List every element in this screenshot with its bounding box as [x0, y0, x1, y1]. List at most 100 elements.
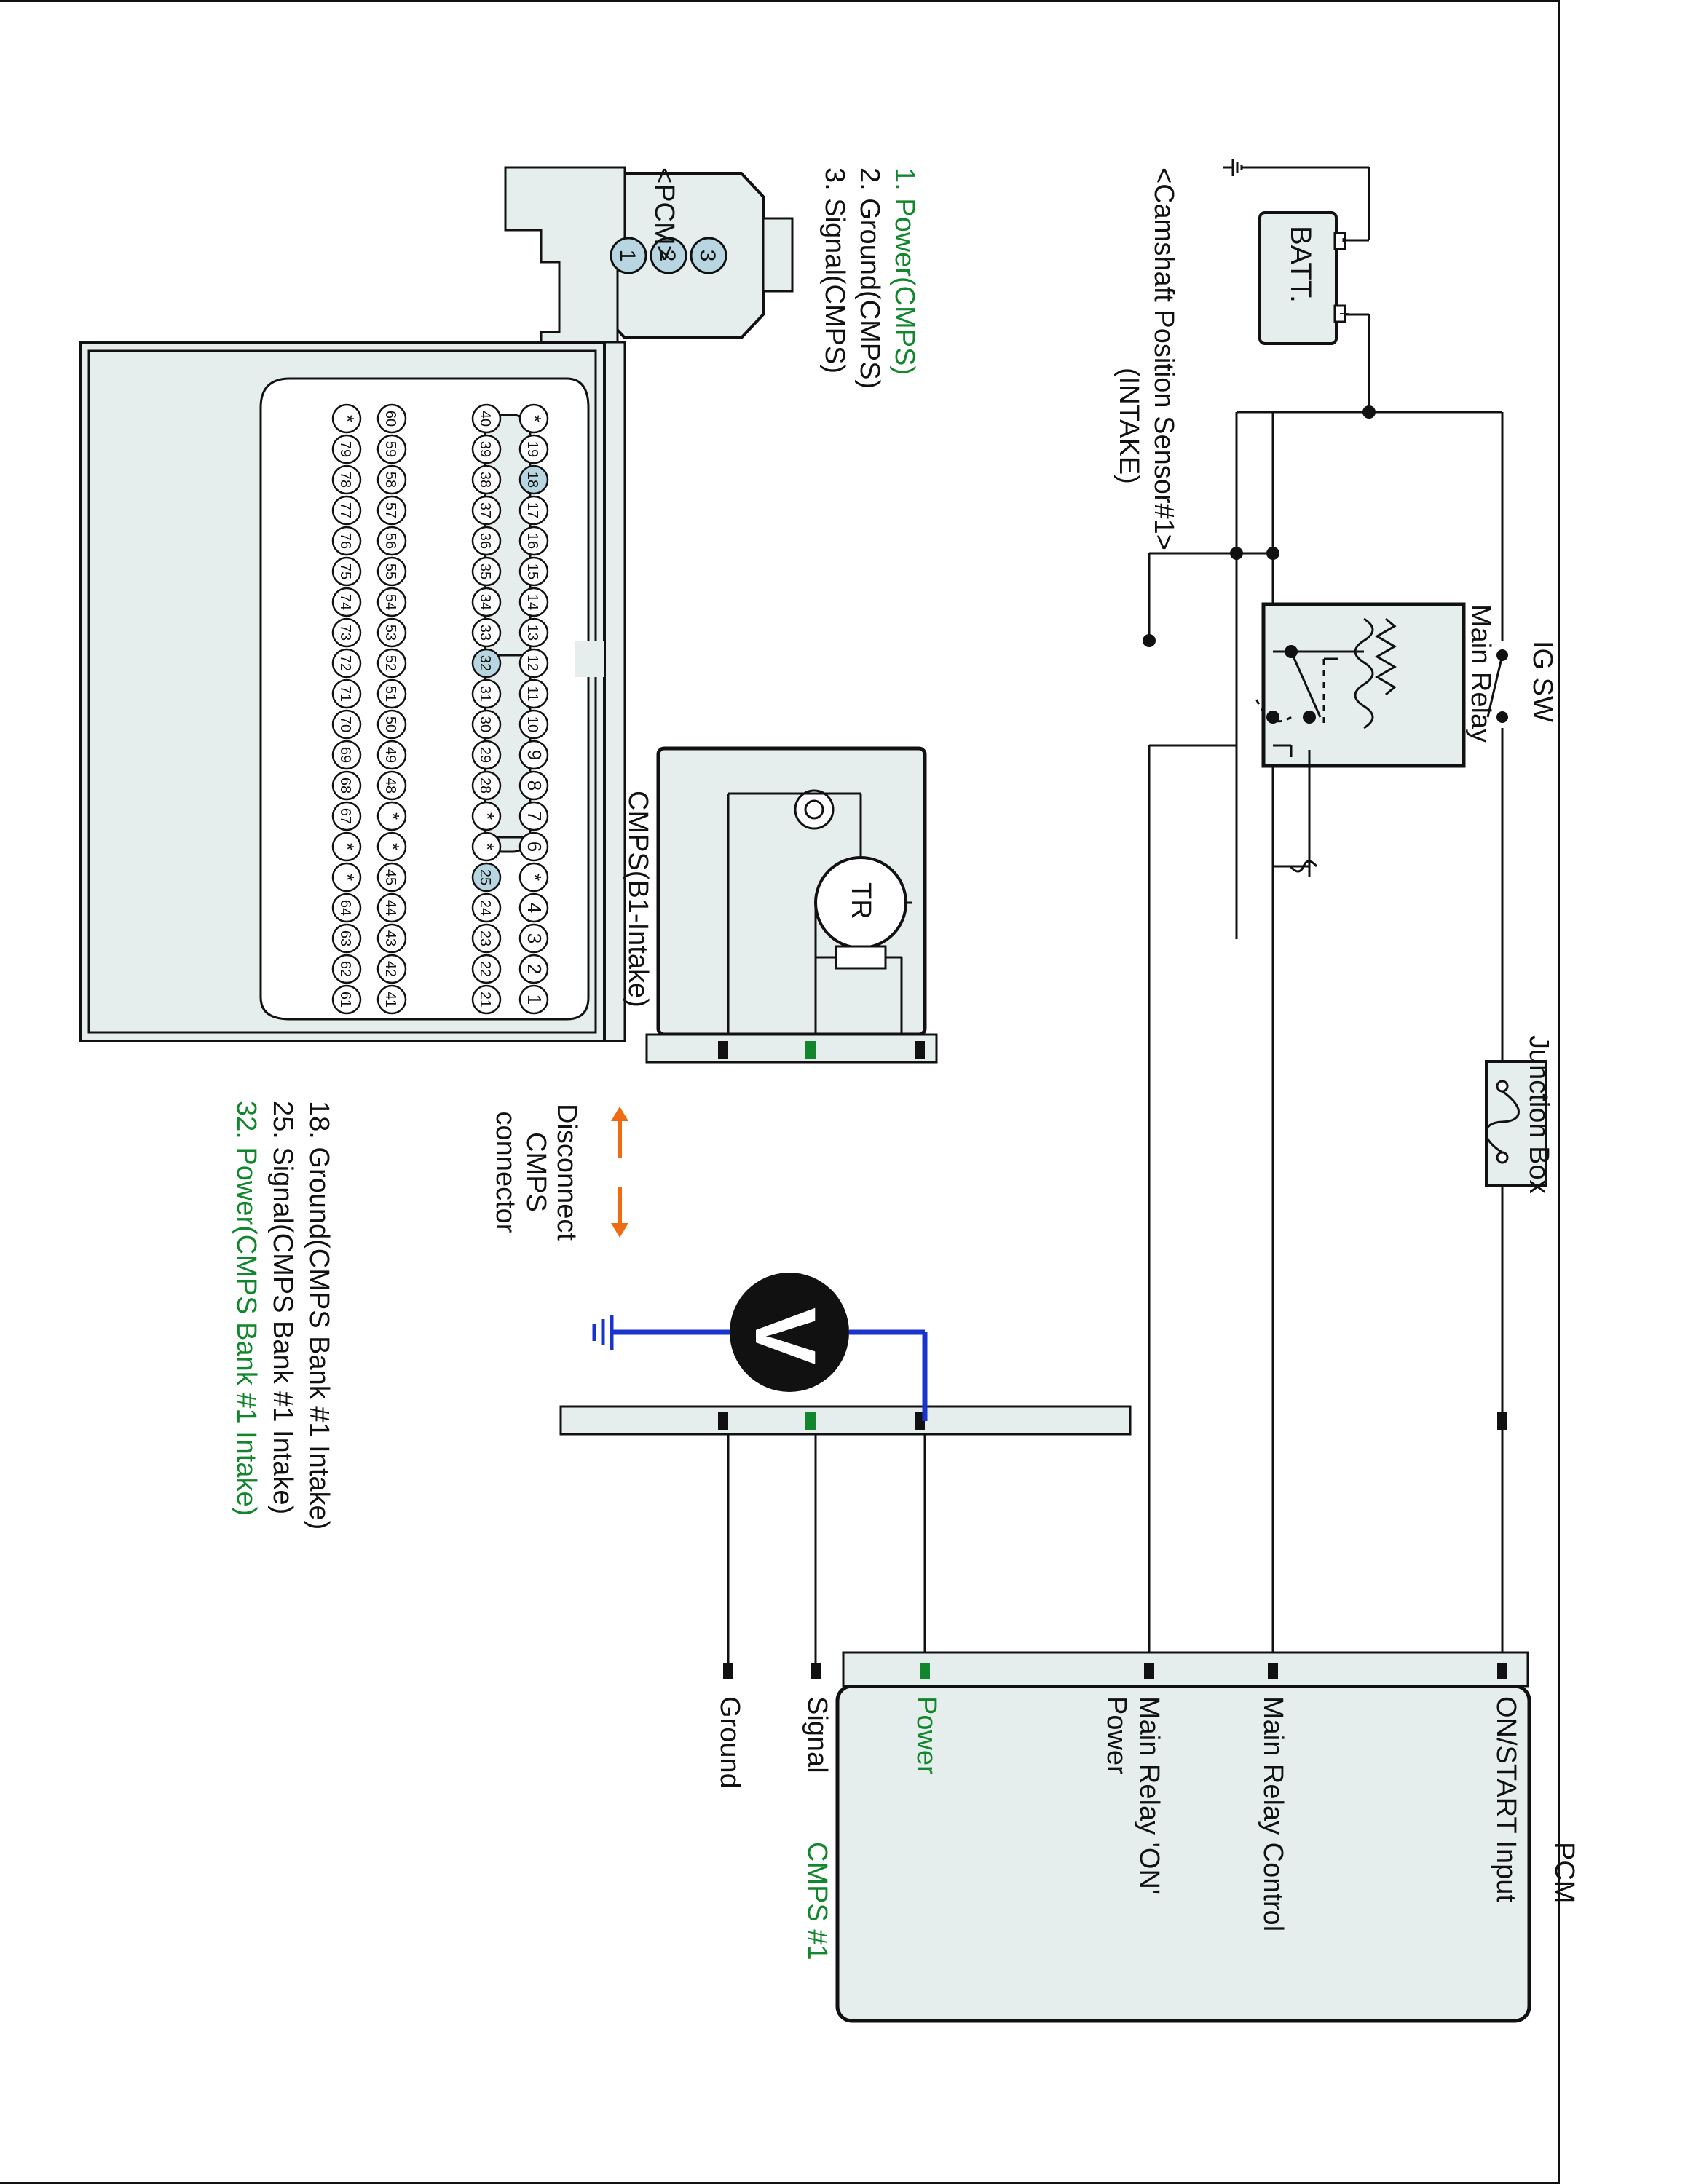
junction-box-label: Junction Box — [1523, 1035, 1554, 1194]
pcm-pin-35 — [471, 556, 502, 587]
tr-label: TR — [845, 882, 876, 919]
pcm-pin-57 — [376, 495, 407, 526]
voltmeter-symbol: V — [737, 1307, 833, 1365]
pcm-pin-label: 49 — [382, 747, 398, 763]
pcm-pin-4 — [518, 893, 549, 923]
camshaft-legend-3: 3. Signal(CMPS) — [819, 167, 850, 373]
pcm-pin-label: 25 — [477, 869, 493, 885]
pcm-pin-label: 33 — [477, 625, 493, 641]
pcm-pin-54 — [376, 587, 407, 617]
harness-connector — [559, 1405, 1132, 1436]
pcm-pin-64 — [331, 893, 362, 923]
pcm-box — [723, 1651, 1531, 2023]
pcm-pin-67 — [331, 801, 362, 831]
pcm-pin-label: 64 — [337, 900, 353, 916]
pcm-pin-label: 52 — [382, 655, 398, 671]
cmps-cavity-label-2: 2 — [655, 250, 679, 262]
pcm-pin-3 — [518, 923, 549, 954]
pcm-pin-58 — [376, 464, 407, 495]
pcm-pin-78 — [331, 464, 362, 495]
pcm-pin-label: * — [382, 843, 403, 850]
pcm-pin-label: 3 — [524, 933, 545, 943]
pcm-pin-label: 19 — [524, 441, 540, 457]
pcm-pin-30 — [471, 709, 502, 740]
disconnect-note-line-1: Disconnect — [551, 1104, 582, 1241]
pcm-pin-6 — [518, 831, 549, 862]
pcm-pin-label: 1 — [524, 994, 545, 1005]
pcm-pin-40 — [471, 403, 502, 434]
pcm-pin-power: Power — [911, 1696, 942, 1775]
pcm-pin-label: 67 — [337, 808, 353, 824]
pcm-pin-on-start-input: ON/START Input — [1491, 1696, 1521, 1902]
pcm-pin-43 — [376, 923, 407, 954]
pcm-pin-68 — [331, 770, 362, 801]
pcm-connector-title: <PCM> — [649, 167, 679, 261]
pcm-pin-21 — [471, 984, 502, 1015]
pcm-pin-label: 73 — [337, 625, 353, 641]
ig-sw-switch — [1486, 641, 1513, 728]
pcm-pin-36 — [471, 526, 502, 556]
pcm-pin-75 — [331, 556, 362, 587]
camshaft-sensor-subtitle: (INTAKE) — [1113, 368, 1144, 484]
pcm-pin-label: * — [524, 415, 545, 422]
pcm-pin-63 — [331, 923, 362, 954]
pcm-pin-33 — [471, 617, 502, 648]
pcm-pin-label: 10 — [524, 716, 540, 732]
pcm-pin-label: 11 — [524, 687, 540, 702]
pcm-pin-label: 34 — [477, 594, 493, 610]
pcm-pin-label: 6 — [524, 842, 545, 852]
pcm-pin-label: 32 — [477, 655, 493, 671]
voltmeter-leads — [592, 1315, 928, 1421]
pcm-pin-69 — [331, 740, 362, 770]
pcm-connector-pins: *191817161514131211109876*43214039383736… — [331, 403, 549, 1015]
cmps-cavity-3 — [690, 237, 727, 274]
pcm-pin-51 — [376, 678, 407, 709]
pcm-pin-label: 50 — [382, 716, 398, 732]
camshaft-legend-2: 2. Ground(CMPS) — [854, 167, 885, 389]
pcm-pin-22 — [471, 954, 502, 984]
cmps-connector-cavities: 321 — [610, 237, 727, 274]
pcm-pin-11 — [518, 678, 549, 709]
pcm-pin-8 — [518, 770, 549, 801]
pcm-pin-label: 79 — [337, 441, 353, 457]
pcm-pin-label: 53 — [382, 625, 398, 641]
pcm-pin-blank — [376, 831, 407, 862]
pcm-pin-15 — [518, 556, 549, 587]
pcm-pin-blank — [518, 403, 549, 434]
pcm-pin-label: * — [476, 843, 498, 850]
pcm-pin-label: 14 — [524, 594, 540, 610]
pcm-pin-label: 13 — [524, 625, 540, 641]
pcm-pin-label: * — [382, 812, 403, 820]
pcm-pin-label: 63 — [337, 930, 353, 946]
pcm-pin-label: 58 — [382, 472, 398, 488]
pcm-pin-label: 29 — [477, 747, 493, 763]
pcm-pin-blank — [376, 801, 407, 831]
pcm-pin-label: 28 — [477, 778, 493, 794]
pcm-pin-24 — [471, 893, 502, 923]
pcm-pin-59 — [376, 434, 407, 464]
pcm-pin-label: 74 — [337, 594, 353, 610]
disconnect-note-line-3: connector — [490, 1111, 521, 1233]
pcm-legend-18: 18. Ground(CMPS Bank #1 Intake) — [304, 1101, 334, 1530]
pcm-pin-label: 48 — [382, 778, 398, 794]
pcm-pin-label: 12 — [524, 655, 540, 671]
pcm-pin-13 — [518, 617, 549, 648]
pcm-pin-25 — [471, 862, 502, 893]
cmps-cavity-label-3: 3 — [695, 250, 719, 262]
battery-plus: + — [1334, 309, 1354, 320]
pcm-pin-label: 55 — [382, 563, 398, 579]
battery — [1258, 211, 1338, 345]
pcm-pin-label: 9 — [524, 750, 545, 760]
pcm-pin-label: 31 — [477, 686, 493, 702]
pcm-pin-label: 24 — [477, 900, 493, 916]
pcm-pin-label: 68 — [337, 778, 353, 794]
pcm-pin-label: 22 — [477, 961, 493, 977]
pcm-pin-48 — [376, 770, 407, 801]
pcm-pin-9 — [518, 740, 549, 770]
pcm-pin-label: 16 — [524, 533, 540, 549]
disconnect-arrows — [611, 1107, 628, 1238]
pcm-pin-label: 8 — [524, 780, 545, 791]
voltmeter — [730, 1273, 849, 1392]
pcm-pin-blank — [518, 862, 549, 893]
pcm-pin-70 — [331, 709, 362, 740]
